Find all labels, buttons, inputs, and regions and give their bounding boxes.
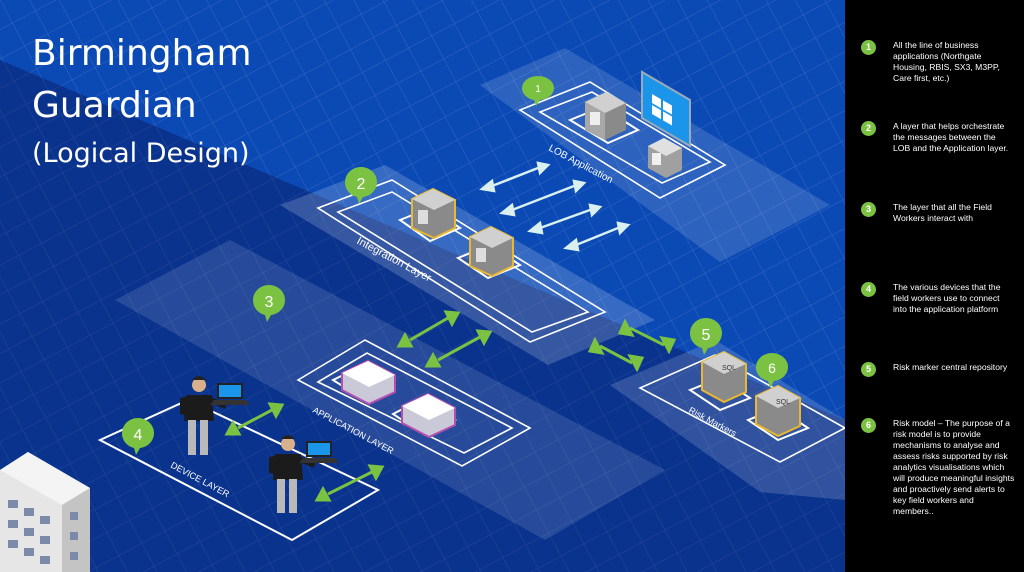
legend-text-2: A layer that helps orchestrate the messa…	[893, 121, 1009, 153]
badge-6: 6	[755, 353, 789, 388]
badge-4: 4	[121, 418, 155, 455]
legend-text-6: Risk model – The purpose of a risk model…	[893, 418, 1015, 516]
server-icon	[411, 187, 456, 240]
server-icon	[341, 359, 396, 406]
legend-badge-1: 1	[861, 40, 876, 55]
legend-text-4: The various devices that the field worke…	[893, 282, 1001, 314]
legend-text-1: All the line of business applications (N…	[893, 40, 1000, 83]
lob-integration-arrows	[479, 161, 631, 252]
badge-2-number: 2	[357, 176, 366, 193]
badge-4-number: 4	[134, 427, 143, 444]
badge-6-number: 6	[768, 360, 776, 376]
sql-server-icon: SQL	[755, 384, 801, 438]
laptop-icon	[299, 441, 339, 463]
server-icon	[401, 392, 456, 439]
legend-badge-2: 2	[861, 121, 876, 136]
sql-tag: SQL	[776, 399, 790, 406]
legend-badge-5: 5	[861, 362, 876, 377]
legend-badge-6: 6	[861, 418, 876, 433]
badge-5-number: 5	[702, 327, 711, 344]
badge-1: 1	[521, 76, 555, 106]
windows-monitor-icon	[641, 70, 691, 148]
sql-server-icon: SQL	[701, 350, 747, 404]
badge-5: 5	[689, 318, 723, 355]
badge-1-number: 1	[535, 84, 541, 95]
badge-3: 3	[252, 285, 286, 322]
badge-3-number: 3	[265, 294, 274, 311]
laptop-icon	[210, 383, 250, 405]
server-icon	[469, 225, 514, 278]
legend-badge-4: 4	[861, 282, 876, 297]
building-icon	[0, 452, 90, 572]
legend-text-5: Risk marker central repository	[893, 362, 1008, 372]
sql-tag: SQL	[722, 365, 736, 372]
badge-2: 2	[344, 167, 378, 204]
page-title-line1: Birmingham	[32, 33, 252, 74]
page-subtitle: (Logical Design)	[32, 138, 250, 169]
server-icon	[648, 138, 682, 178]
legend-badge-3: 3	[861, 202, 876, 217]
server-icon	[585, 92, 626, 140]
green-arrows	[224, 310, 677, 502]
legend-text-3: The layer that all the Field Workers int…	[893, 202, 992, 223]
page-title-line2: Guardian	[32, 85, 197, 126]
legend-sidebar: 1 All the line of business applications …	[845, 0, 1024, 572]
device-layer-outline	[97, 398, 381, 542]
